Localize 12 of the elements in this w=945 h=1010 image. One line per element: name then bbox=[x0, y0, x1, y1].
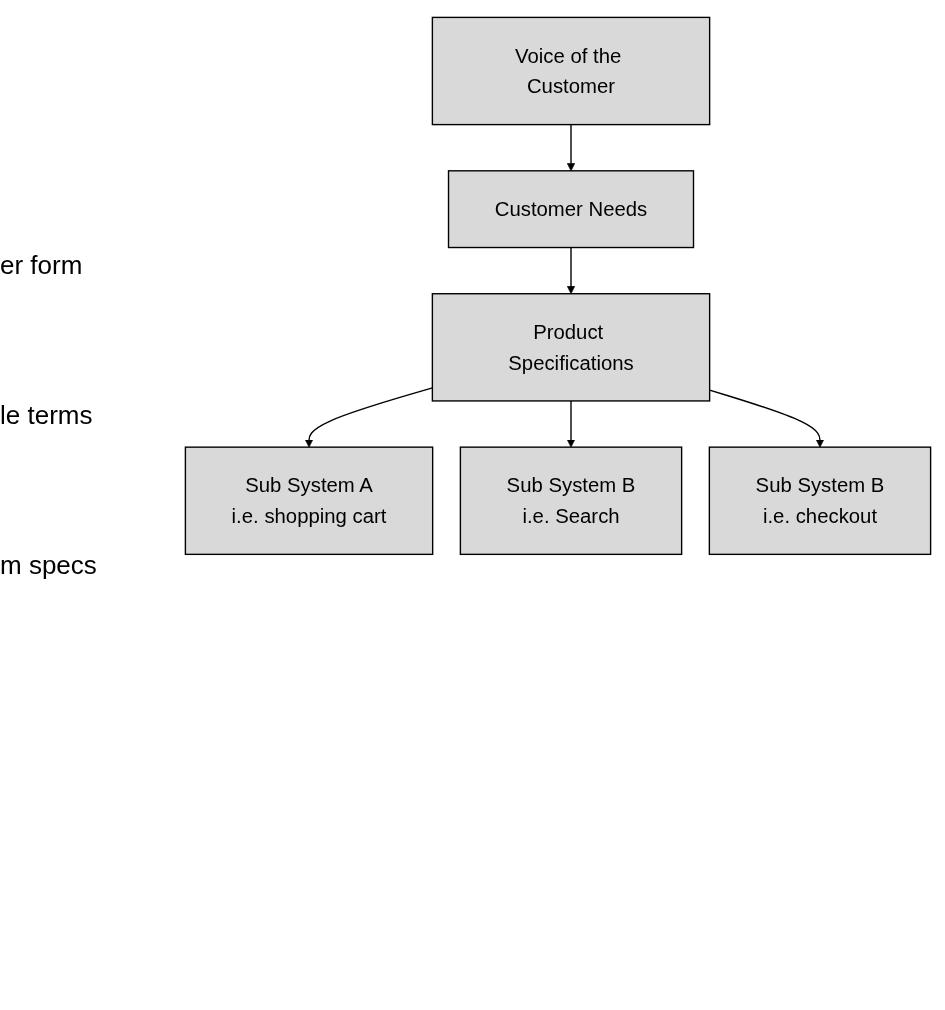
side-note: er form bbox=[0, 250, 84, 282]
node-box: Product Specifications bbox=[431, 293, 710, 402]
node-box: Sub System B i.e. Search bbox=[459, 446, 682, 556]
arrow bbox=[566, 123, 575, 172]
node-box: Voice of the Customer bbox=[431, 16, 710, 126]
node-box: Sub System A i.e. shopping cart bbox=[184, 446, 433, 556]
side-note: m specs bbox=[0, 550, 98, 582]
arrow bbox=[566, 400, 575, 448]
arrow bbox=[566, 246, 575, 295]
side-note: le terms bbox=[0, 400, 94, 432]
node-box: Customer Needs bbox=[447, 170, 694, 249]
node-box: Sub System B i.e. checkout bbox=[708, 446, 931, 556]
